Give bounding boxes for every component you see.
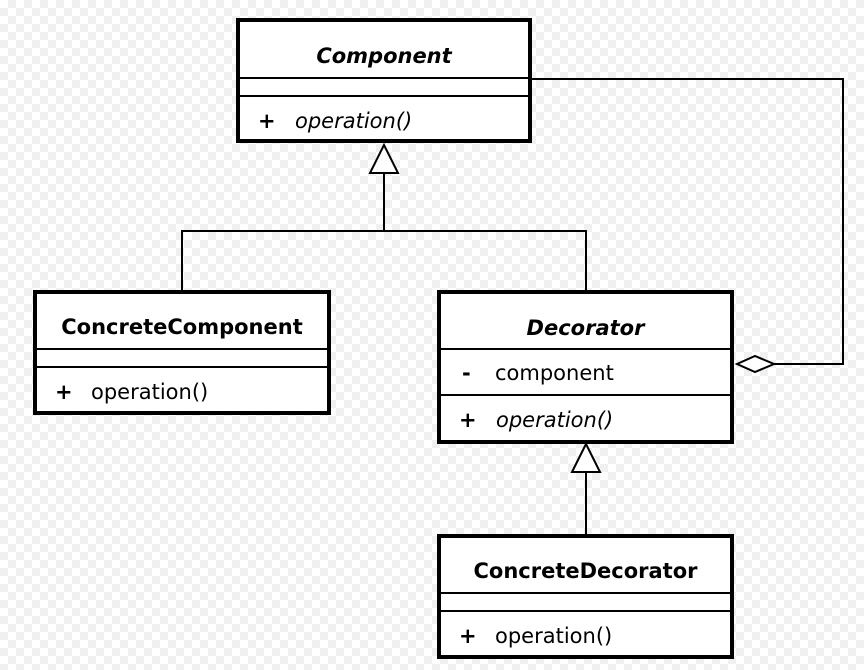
- attributes-separator: [441, 592, 730, 594]
- aggregation-line: [532, 78, 844, 365]
- visibility-marker: +: [258, 109, 276, 133]
- class-name: Component: [316, 44, 452, 68]
- class-decorator[interactable]: Decorator - component + operation(): [437, 290, 734, 444]
- visibility-marker: +: [459, 624, 477, 648]
- methods-separator: [240, 95, 528, 97]
- method-signature: operation(): [295, 109, 413, 133]
- attribute-name: component: [495, 361, 614, 385]
- visibility-marker: +: [459, 408, 477, 432]
- method-signature: operation(): [496, 408, 614, 432]
- method-signature: operation(): [91, 380, 209, 404]
- attributes-separator: [37, 348, 327, 350]
- class-concrete-component[interactable]: ConcreteComponent + operation(): [33, 290, 331, 415]
- generalization-arrowhead-decorator: [570, 441, 602, 473]
- method-signature: operation(): [495, 624, 613, 648]
- generalization-arrowhead-component: [368, 142, 400, 174]
- methods-separator: [441, 610, 730, 612]
- methods-separator: [441, 394, 730, 396]
- class-component[interactable]: Component + operation(): [236, 18, 532, 143]
- visibility-marker: +: [55, 380, 73, 404]
- attributes-separator: [441, 348, 730, 350]
- aggregation-diamond: [734, 354, 777, 374]
- class-name: Decorator: [526, 316, 645, 340]
- attributes-separator: [240, 77, 528, 79]
- class-name: ConcreteComponent: [61, 315, 303, 339]
- visibility-marker: -: [462, 361, 471, 385]
- class-concrete-decorator[interactable]: ConcreteDecorator + operation(): [437, 534, 734, 659]
- generalization-line-component-branch: [181, 230, 587, 290]
- class-name: ConcreteDecorator: [473, 559, 698, 583]
- methods-separator: [37, 366, 327, 368]
